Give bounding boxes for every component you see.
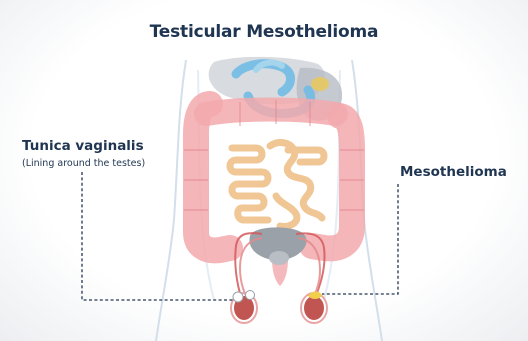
tunica-vaginalis-label: Tunica vaginalis <box>22 138 144 154</box>
small-intestine <box>230 143 324 227</box>
diagram-title: Testicular Mesothelioma <box>0 22 528 42</box>
tunica-vaginalis-note: (Lining around the testes) <box>22 158 145 169</box>
mesothelioma-label: Mesothelioma <box>400 164 507 180</box>
gallbladder <box>311 77 329 91</box>
testes <box>231 291 327 324</box>
tunica-leader-line <box>82 172 234 300</box>
right-testis <box>304 296 324 320</box>
bladder <box>249 227 306 286</box>
